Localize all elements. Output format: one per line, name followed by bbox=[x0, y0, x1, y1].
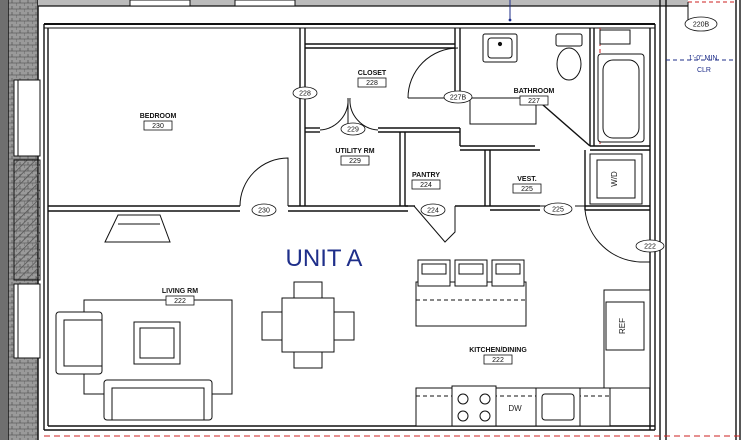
vanity bbox=[469, 97, 537, 125]
exterior-wall-left bbox=[0, 0, 41, 440]
living-name: LIVING RM bbox=[162, 288, 198, 295]
toilet bbox=[555, 33, 583, 47]
door-tag-230: 230 bbox=[258, 208, 270, 215]
utility-number: 229 bbox=[349, 158, 361, 165]
living-number: 222 bbox=[174, 298, 186, 305]
window bbox=[13, 159, 41, 281]
island bbox=[415, 281, 527, 327]
clearance-line2: CLR bbox=[697, 67, 711, 74]
refrigerator-box bbox=[605, 301, 645, 351]
door-tag-228: 228 bbox=[299, 91, 311, 98]
door-tag-225: 225 bbox=[552, 207, 564, 214]
pantry-name: PANTRY bbox=[412, 172, 440, 179]
door-tag-224: 224 bbox=[427, 208, 439, 215]
furniture bbox=[55, 214, 355, 421]
utility-name: UTILITY RM bbox=[335, 148, 374, 155]
doors bbox=[239, 47, 650, 263]
closet-name: CLOSET bbox=[358, 70, 387, 77]
dishwasher-label: DW bbox=[508, 404, 522, 413]
door-tags bbox=[251, 16, 718, 253]
ref-label: REF bbox=[618, 318, 627, 334]
dining-table bbox=[281, 297, 335, 353]
pantry-number: 224 bbox=[420, 182, 432, 189]
bedroom-number: 230 bbox=[152, 123, 164, 130]
clearance-line1: 1'-0" MIN. bbox=[689, 55, 720, 62]
door-tag-220b: 220B bbox=[693, 22, 710, 29]
bathroom-number: 227 bbox=[528, 98, 540, 105]
washer-dryer-box bbox=[589, 153, 643, 205]
interior-walls bbox=[43, 0, 741, 440]
closet-number: 228 bbox=[366, 80, 378, 87]
bathroom-fixtures bbox=[469, 29, 645, 143]
fireplace bbox=[104, 214, 171, 243]
kitchen-name: KITCHEN/DINING bbox=[469, 347, 527, 354]
stove bbox=[451, 385, 497, 427]
bathroom-name: BATHROOM bbox=[514, 88, 555, 95]
vestibule-number: 225 bbox=[521, 186, 533, 193]
top-wall bbox=[38, 0, 688, 29]
vestibule-name: VEST. bbox=[517, 176, 537, 183]
unit-label: UNIT A bbox=[286, 245, 363, 272]
kitchen-number: 222 bbox=[492, 357, 504, 364]
washer-dryer-label: W/D bbox=[610, 171, 619, 187]
door-tag-227b: 227B bbox=[450, 95, 467, 102]
bedroom-name: BEDROOM bbox=[140, 113, 177, 120]
kitchen bbox=[415, 153, 651, 427]
door-tag-229: 229 bbox=[347, 127, 359, 134]
door-tag-222: 222 bbox=[644, 244, 656, 251]
